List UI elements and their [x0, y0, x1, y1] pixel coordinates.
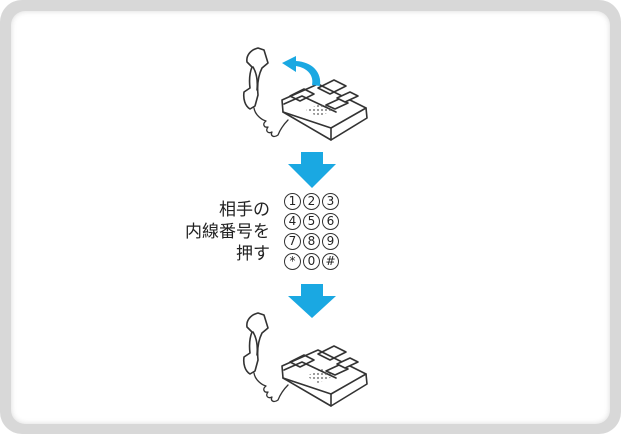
instruction-line-2: 内線番号を: [185, 222, 270, 242]
key-0: 0: [303, 253, 320, 270]
key-4: 4: [284, 213, 301, 230]
instruction-line-3: 押す: [236, 244, 270, 264]
key-2: 2: [303, 193, 320, 210]
keypad-dot-grid: [306, 369, 334, 383]
telephone-icon: [242, 312, 368, 407]
key-9: 9: [322, 233, 339, 250]
instruction-line-1: 相手の: [219, 200, 270, 220]
key-7: 7: [284, 233, 301, 250]
key-star: *: [284, 253, 301, 270]
key-3: 3: [322, 193, 339, 210]
down-arrow-icon: [288, 152, 336, 188]
down-arrow-icon: [288, 284, 336, 318]
keypad-dot-grid: [306, 103, 334, 117]
curved-arrow-icon: [282, 56, 321, 86]
key-6: 6: [322, 213, 339, 230]
key-1: 1: [284, 193, 301, 210]
instruction-text: 相手の 内線番号を 押す: [160, 199, 270, 265]
key-hash: #: [322, 253, 339, 270]
key-8: 8: [303, 233, 320, 250]
telephone-handset-lifting-icon: [242, 47, 368, 141]
key-5: 5: [303, 213, 320, 230]
keypad: 1 2 3 4 5 6 7 8 9 * 0 #: [284, 193, 354, 273]
